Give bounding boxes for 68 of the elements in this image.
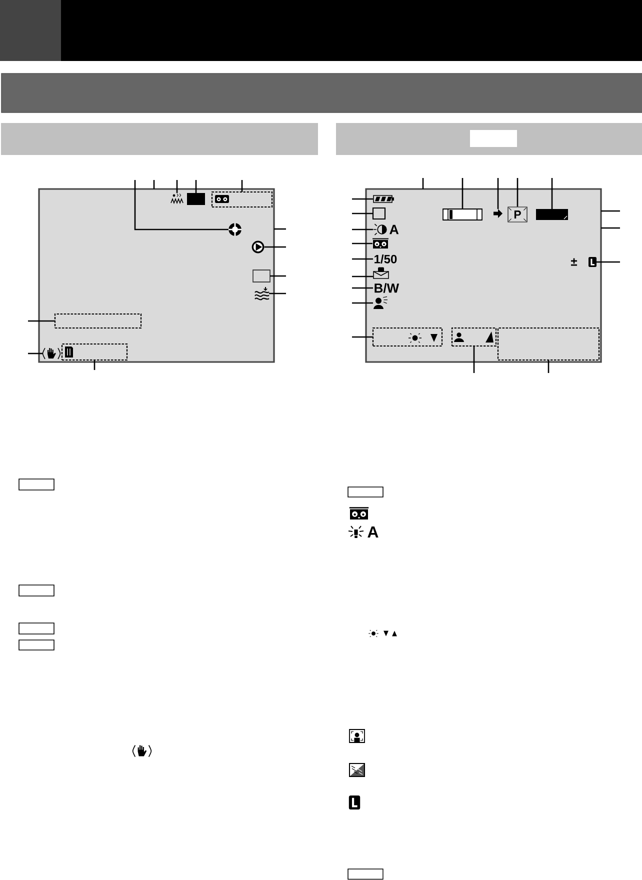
leader-line [601,227,620,229]
leader-line [352,258,373,260]
filled-block [187,193,205,205]
lcd-screen [365,188,602,363]
leader-line [473,346,475,373]
header-band [61,0,642,61]
leader-line [28,320,55,322]
leader-line [497,178,499,209]
lcd-screen [38,188,275,363]
leader-line [274,228,286,230]
chapter-tab [0,0,61,61]
play-icon [252,240,264,254]
leader-line [516,178,518,207]
leader-line [134,180,228,230]
zoom-bar [442,208,482,220]
leader-line [269,292,286,294]
right-arrow-icon [494,209,502,218]
leader-line [352,212,373,214]
leader-line [548,360,550,373]
leader-line [352,287,373,289]
leader-line [422,178,424,189]
hand-icon [42,348,61,360]
indicator-text: ± [571,258,578,266]
leader-line [352,228,373,230]
leader-line [94,360,96,370]
leader-line [195,180,197,193]
subsection-band [336,123,642,155]
filled-bar [536,209,568,220]
battery-icon [373,195,394,203]
leader-line [596,261,620,263]
indicator-text: A [390,224,399,234]
dashed-box [211,191,273,208]
envelope-icon [373,267,389,279]
leader-line [352,198,373,200]
zigzag-icon [170,193,184,204]
dashed-box [54,313,142,329]
leader-line [28,352,43,354]
leader-line [264,246,286,248]
dashed-box [497,327,600,361]
leader-line [153,180,155,189]
indicator-text: A [368,526,378,538]
leader-line [352,302,373,304]
wind-icon [254,286,270,300]
subsection-band [1,123,318,155]
crosshair-icon [228,222,242,236]
person-icon [374,296,388,309]
leader-line [241,180,243,192]
leader-line [551,178,553,209]
dashed-box [451,327,497,347]
indicator-text: 1/50 [374,254,397,264]
tag-box [470,130,517,147]
half-circle-icon [373,224,387,236]
leader-line [176,180,178,193]
leader-line [270,275,286,277]
leader-line [601,210,620,212]
empty-box [252,270,270,282]
leader-line [462,178,464,209]
dashed-box [61,343,128,361]
indicator-text: B/W [374,283,400,293]
leader-line [352,336,373,338]
mode-box: P [508,206,528,222]
leader-line [352,242,372,244]
dashed-box [372,327,443,347]
letter-l-icon [588,257,596,267]
owl-icon [372,238,388,248]
empty-box [372,207,386,220]
section-band [1,73,642,113]
leader-line [352,276,373,278]
